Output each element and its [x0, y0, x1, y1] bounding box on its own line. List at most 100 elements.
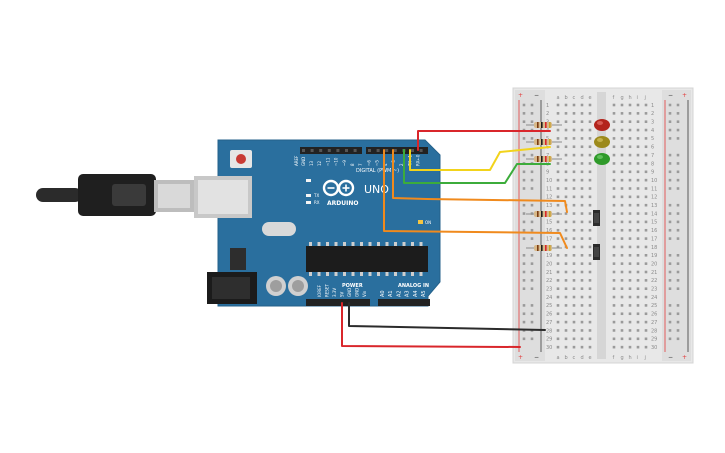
rail-hole[interactable] — [668, 212, 672, 215]
breadboard-hole[interactable] — [644, 112, 648, 115]
breadboard-hole[interactable] — [580, 254, 584, 257]
resistor[interactable] — [526, 122, 562, 128]
breadboard-hole[interactable] — [620, 153, 624, 157]
breadboard-hole[interactable] — [612, 112, 616, 115]
breadboard-hole[interactable] — [564, 212, 568, 215]
breadboard-hole[interactable] — [580, 178, 584, 182]
breadboard-hole[interactable] — [620, 187, 624, 190]
breadboard-hole[interactable] — [556, 137, 560, 140]
breadboard-hole[interactable] — [612, 337, 616, 341]
breadboard-hole[interactable] — [612, 304, 616, 307]
breadboard-hole[interactable] — [636, 262, 640, 265]
rail-hole[interactable] — [522, 228, 526, 232]
rail-hole[interactable] — [530, 187, 534, 190]
breadboard-hole[interactable] — [620, 312, 624, 316]
breadboard-hole[interactable] — [612, 320, 616, 324]
breadboard-hole[interactable] — [580, 203, 584, 207]
breadboard-hole[interactable] — [620, 254, 624, 257]
rail-hole[interactable] — [676, 203, 680, 207]
breadboard-hole[interactable] — [620, 279, 624, 282]
breadboard-hole[interactable] — [572, 337, 576, 341]
breadboard-hole[interactable] — [556, 128, 560, 132]
rail-hole[interactable] — [668, 262, 672, 265]
breadboard-hole[interactable] — [572, 212, 576, 215]
breadboard-hole[interactable] — [556, 270, 560, 274]
breadboard-hole[interactable] — [612, 120, 616, 123]
breadboard-hole[interactable] — [620, 178, 624, 182]
breadboard-hole[interactable] — [588, 237, 592, 240]
rail-hole[interactable] — [668, 337, 672, 341]
breadboard-hole[interactable] — [572, 270, 576, 274]
breadboard-hole[interactable] — [636, 337, 640, 341]
breadboard-hole[interactable] — [588, 228, 592, 232]
rail-hole[interactable] — [530, 137, 534, 140]
breadboard-hole[interactable] — [644, 304, 648, 307]
rail-hole[interactable] — [676, 312, 680, 316]
breadboard-hole[interactable] — [588, 329, 592, 332]
rail-hole[interactable] — [530, 120, 534, 123]
breadboard-hole[interactable] — [588, 128, 592, 132]
breadboard-hole[interactable] — [644, 254, 648, 257]
breadboard-hole[interactable] — [580, 270, 584, 274]
breadboard-hole[interactable] — [636, 228, 640, 232]
breadboard-hole[interactable] — [636, 287, 640, 290]
breadboard-hole[interactable] — [644, 337, 648, 341]
breadboard-hole[interactable] — [580, 220, 584, 224]
breadboard-hole[interactable] — [556, 304, 560, 307]
breadboard-hole[interactable] — [580, 329, 584, 332]
breadboard-hole[interactable] — [620, 195, 624, 199]
breadboard-hole[interactable] — [588, 254, 592, 257]
breadboard-hole[interactable] — [564, 178, 568, 182]
breadboard-hole[interactable] — [636, 295, 640, 299]
breadboard-hole[interactable] — [572, 345, 576, 349]
breadboard-hole[interactable] — [612, 162, 616, 165]
breadboard-hole[interactable] — [580, 162, 584, 165]
breadboard-hole[interactable] — [636, 212, 640, 215]
breadboard-hole[interactable] — [564, 237, 568, 240]
breadboard-hole[interactable] — [620, 212, 624, 215]
breadboard-hole[interactable] — [564, 279, 568, 282]
breadboard-hole[interactable] — [628, 345, 632, 349]
breadboard-hole[interactable] — [628, 245, 632, 249]
rail-hole[interactable] — [668, 153, 672, 157]
breadboard-hole[interactable] — [556, 337, 560, 341]
breadboard-hole[interactable] — [564, 254, 568, 257]
breadboard-hole[interactable] — [556, 153, 560, 157]
breadboard-hole[interactable] — [556, 228, 560, 232]
breadboard-hole[interactable] — [644, 329, 648, 332]
rail-hole[interactable] — [522, 137, 526, 140]
breadboard-hole[interactable] — [564, 345, 568, 349]
breadboard-hole[interactable] — [636, 153, 640, 157]
breadboard-hole[interactable] — [556, 187, 560, 190]
breadboard-hole[interactable] — [564, 145, 568, 149]
breadboard-hole[interactable] — [628, 237, 632, 240]
breadboard-hole[interactable] — [644, 145, 648, 149]
breadboard-hole[interactable] — [636, 128, 640, 132]
breadboard-hole[interactable] — [620, 320, 624, 324]
rail-hole[interactable] — [676, 187, 680, 190]
breadboard-hole[interactable] — [572, 320, 576, 324]
breadboard-hole[interactable] — [612, 220, 616, 224]
breadboard-hole[interactable] — [556, 287, 560, 290]
breadboard-hole[interactable] — [580, 237, 584, 240]
rail-hole[interactable] — [522, 212, 526, 215]
breadboard-hole[interactable] — [588, 337, 592, 341]
breadboard-hole[interactable] — [572, 162, 576, 165]
rail-hole[interactable] — [530, 304, 534, 307]
led-green[interactable] — [594, 153, 610, 165]
breadboard-hole[interactable] — [572, 304, 576, 307]
rail-hole[interactable] — [522, 103, 526, 107]
rail-hole[interactable] — [530, 262, 534, 265]
rail-hole[interactable] — [522, 270, 526, 274]
breadboard-hole[interactable] — [628, 312, 632, 316]
breadboard-hole[interactable] — [620, 220, 624, 224]
rail-hole[interactable] — [522, 203, 526, 207]
breadboard-hole[interactable] — [564, 128, 568, 132]
breadboard-hole[interactable] — [612, 245, 616, 249]
breadboard-hole[interactable] — [644, 287, 648, 290]
breadboard-hole[interactable] — [564, 170, 568, 174]
breadboard-hole[interactable] — [644, 212, 648, 215]
breadboard-hole[interactable] — [564, 320, 568, 324]
breadboard-hole[interactable] — [644, 228, 648, 232]
breadboard-hole[interactable] — [588, 103, 592, 107]
